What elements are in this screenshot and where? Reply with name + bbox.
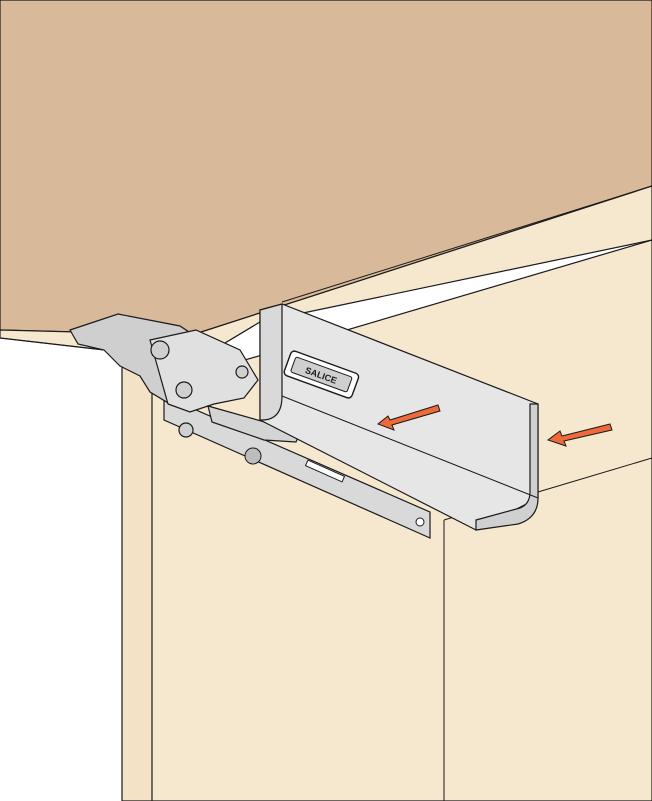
hinge-pivot (150, 340, 170, 360)
hinge-pivot (235, 365, 249, 379)
hinge-pivot (178, 422, 194, 438)
mechanism-end-cap (475, 403, 539, 531)
hinge-pivot (175, 381, 193, 399)
mounting-screw (244, 447, 262, 465)
brand-label-plate: SALICE (283, 350, 360, 399)
left-arrow-icon (377, 404, 441, 431)
mounting-slot (304, 459, 346, 483)
mounting-screw (415, 517, 425, 527)
cabinet-left-side-panel (121, 351, 153, 801)
mechanism-front-face (259, 303, 283, 421)
mechanism-body-edge (281, 395, 539, 499)
top-panel-underside-edge (281, 185, 652, 303)
mounting-plate (163, 395, 431, 539)
left-arrow-icon (546, 423, 613, 447)
